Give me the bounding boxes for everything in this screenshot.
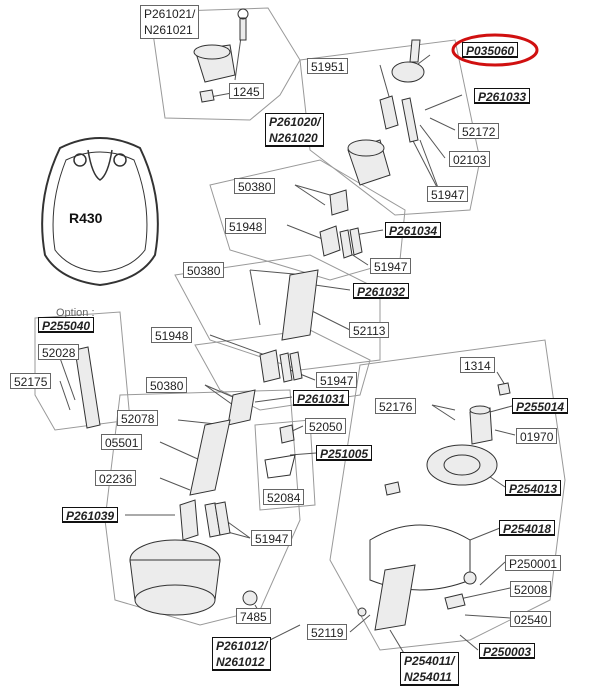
tube-51948-a [319, 225, 341, 257]
screw-52119 [357, 607, 367, 617]
label-p035060: P035060 [462, 42, 519, 58]
highlight-oval [451, 33, 539, 67]
spool-254013-inner [443, 454, 481, 476]
tube-51947-c2 [289, 351, 303, 381]
label-p261033: P261033 [474, 88, 531, 104]
label-02540: 02540 [510, 611, 552, 627]
tube-02236 [179, 499, 199, 541]
profile-label-r430: R430 [69, 210, 103, 226]
shaft-51947-top [401, 97, 419, 143]
crank-eye-stem [409, 39, 421, 63]
r430-profile-outline [41, 137, 159, 287]
label-51947-d: 51947 [251, 530, 293, 546]
label-1245: 1245 [229, 83, 264, 99]
bracket-1314 [497, 382, 511, 396]
label-p255014: P255014 [512, 398, 569, 414]
label-50380-c: 50380 [146, 377, 188, 393]
label-02236: 02236 [95, 470, 137, 486]
label-02103: 02103 [449, 151, 491, 167]
label-52172: 52172 [458, 123, 500, 139]
label-52028: 52028 [38, 344, 80, 360]
tube-51947-c [279, 352, 293, 383]
brake-clip-part [279, 424, 295, 444]
label-52176: 52176 [375, 398, 417, 414]
label-p251005: P251005 [316, 445, 373, 461]
label-52175: 52175 [10, 373, 52, 389]
tube-51947-b [339, 229, 353, 259]
label-p261021: P261021/ N261021 [140, 5, 200, 39]
label-1314: 1314 [460, 357, 495, 373]
label-p261039: P261039 [62, 507, 119, 523]
part-52008 [444, 593, 466, 610]
clip-p254013 [384, 481, 401, 496]
option-shaft-part [74, 346, 101, 429]
label-51948-a: 51948 [225, 218, 267, 234]
top-panel-outline [149, 7, 301, 121]
label-52008: 52008 [510, 581, 552, 597]
label-51948-b: 51948 [151, 327, 193, 343]
label-p250003: P250003 [479, 643, 536, 659]
label-p261020: P261020/ N261020 [265, 113, 325, 147]
label-50380-b: 50380 [183, 262, 225, 278]
brake-spring-part [264, 454, 296, 479]
label-51947-a: 51947 [427, 186, 469, 202]
label-p261032: P261032 [353, 283, 410, 299]
label-p250001: P250001 [505, 555, 562, 571]
label-52119: 52119 [307, 624, 348, 640]
label-52084: 52084 [263, 489, 305, 505]
mid-panel-outline-2 [174, 254, 381, 371]
clip-top-part [199, 89, 215, 103]
label-52050: 52050 [305, 418, 347, 434]
label-05501: 05501 [101, 434, 143, 450]
label-p254011: P254011/ N254011 [400, 652, 459, 686]
eyelet-top-part [239, 17, 247, 41]
nut-7485 [242, 590, 258, 606]
label-52078: 52078 [117, 410, 159, 426]
tube-51947-d2 [214, 501, 231, 536]
tube-50380-a [329, 189, 349, 216]
option-caption: Option : [56, 307, 95, 319]
tube-52113 [281, 269, 319, 341]
winder-body-right [374, 564, 416, 631]
label-p261031: P261031 [293, 390, 350, 406]
part-250001 [463, 571, 477, 585]
label-51947-b: 51947 [370, 258, 412, 274]
label-52113: 52113 [349, 322, 390, 338]
label-50380-a: 50380 [234, 178, 276, 194]
shaft-51951 [379, 95, 399, 130]
brake-panel-outline [254, 419, 316, 511]
label-p254018: P254018 [499, 520, 556, 536]
label-p254013: P254013 [505, 480, 562, 496]
tube-51948-b [259, 349, 281, 383]
label-p255040: P255040 [38, 317, 95, 333]
tube-01970-top [469, 405, 491, 415]
gear-head-cap [347, 139, 385, 157]
lower-left-panel-outline [104, 389, 301, 626]
label-51951: 51951 [307, 58, 349, 74]
gearbox-top-cap [193, 44, 231, 60]
right-upper-panel-outline [299, 39, 481, 216]
label-01970: 01970 [516, 428, 558, 444]
label-51947-c: 51947 [316, 372, 358, 388]
winder-bottom-left [134, 584, 216, 616]
tube-51947-b2 [349, 227, 363, 256]
tube-50380-c [227, 389, 256, 426]
eyelet-top-ring [237, 8, 249, 20]
label-7485: 7485 [236, 608, 271, 624]
tube-52078 [189, 419, 231, 496]
label-p261034: P261034 [385, 222, 442, 238]
crank-eye-part [391, 61, 425, 83]
label-p261012: P261012/ N261012 [212, 637, 272, 671]
